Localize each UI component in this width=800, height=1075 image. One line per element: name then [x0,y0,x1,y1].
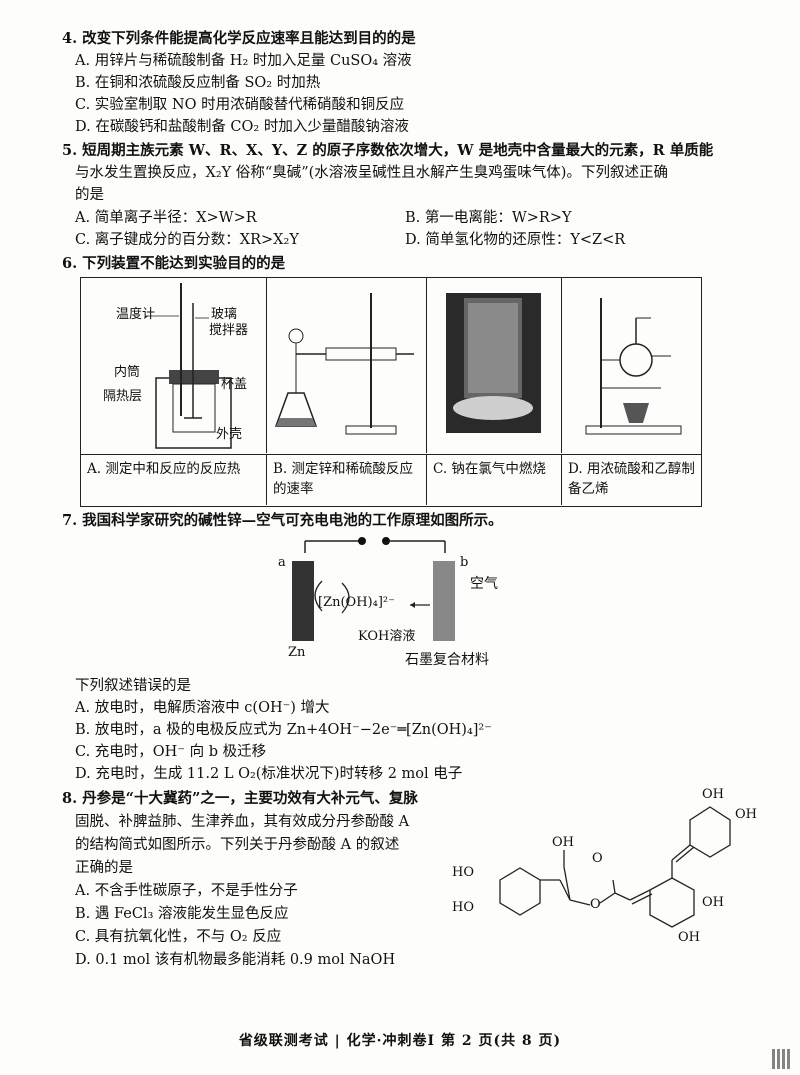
ethylene-setup [585,298,682,435]
q8-option-b: B. 遇 FeCl₃ 溶液能发生显色反应 [75,906,289,922]
label-ester-o: O [590,897,601,912]
q7-stem: 7. 我国科学家研究的碱性锌—空气可充电电池的工作原理如图所示。 [62,512,503,529]
q7-ask: 下列叙述错误的是 [75,678,191,694]
apparatus-b [266,278,427,453]
caption-b: B. 测定锌和稀硫酸反应的速率 [266,454,426,505]
caption-d: D. 用浓硫酸和乙醇制备乙烯 [561,454,701,505]
label-stirrer: 搅拌器 [209,323,249,338]
label-oh-ring2a: OH [702,895,724,910]
structure-svg [499,806,731,928]
apparatus-d [561,278,701,453]
label-thermometer: 温度计 [116,307,156,322]
q8-line3: 的结构简式如图所示。下列关于丹参酚酸 A 的叙述 [75,837,400,853]
q8-option-c: C. 具有抗氧化性，不与 O₂ 反应 [75,929,282,945]
q7-option-c: C. 充电时，OH⁻ 向 b 极迁移 [75,744,267,760]
label-oh-acid: OH [552,835,574,850]
q5-stem-line3: 的是 [75,187,104,203]
qr-code-icon [772,1049,792,1069]
label-a: a [278,555,286,570]
apparatus-table: 温度计 玻璃 搅拌器 内筒 杯盖 隔热层 外壳 [80,277,702,507]
q4-option-b: B. 在铜和浓硫酸反应制备 SO₂ 时加热 [75,75,321,91]
label-insulation: 隔热层 [103,389,143,404]
page-footer: 省级联测考试 | 化学·冲刺卷Ⅰ 第 2 页(共 8 页) [238,1033,562,1049]
q8-line1: 8. 丹参是“十大冀药”之一，主要功效有大补元气、复脉 [62,790,418,807]
apparatus-c [426,278,562,453]
q4-option-a: A. 用锌片与稀硫酸制备 H₂ 时加入足量 CuSO₄ 溶液 [75,53,412,69]
label-oh-top: OH [702,787,724,802]
label-zincate-ion: [Zn(OH)₄]²⁻ [318,595,395,610]
label-zn: Zn [288,645,306,660]
q4-option-c: C. 实验室制取 NO 时用浓硝酸替代稀硝酸和铜反应 [75,97,405,113]
q8-option-a: A. 不含手性碳原子，不是手性分子 [75,883,298,899]
label-ho-1: HO [452,865,474,880]
sodium-chlorine-photo [446,293,541,433]
label-carbonyl-o: O [592,851,603,866]
gas-syringe-setup [274,293,414,435]
q8-option-d: D. 0.1 mol 该有机物最多能消耗 0.9 mol NaOH [75,952,396,968]
label-lid: 杯盖 [221,377,248,392]
q5-stem-line2: 与水发生置换反应，X₂Y 俗称“臭碱”(水溶液呈碱性且水解产生臭鸡蛋味气体)。下… [75,165,668,181]
q8-line2: 固脱、补脾益肺、生津养血，其有效成分丹参酚酸 A [75,814,410,830]
q4-stem: 4. 改变下列条件能提高化学反应速率且能达到目的的是 [62,30,416,47]
q5-option-d: D. 简单氢化物的还原性：Y<Z<R [405,232,626,248]
q4-option-d: D. 在碳酸钙和盐酸制备 CO₂ 时加入少量醋酸钠溶液 [75,119,409,135]
label-oh-right: OH [735,807,757,822]
label-glass: 玻璃 [211,307,238,322]
salvianolic-acid-structure: HO HO OH O O OH OH OH OH [440,785,770,955]
q7-option-d: D. 充电时，生成 11.2 L O₂(标准状况下)时转移 2 mol 电子 [75,766,463,782]
label-air: 空气 [470,576,498,592]
battery-diagram: a b 空气 [Zn(OH)₄]²⁻ KOH溶液 Zn 石墨复合材料 [270,533,530,673]
caption-a: A. 测定中和反应的反应热 [81,454,266,505]
battery-svg [292,537,455,641]
q6-stem: 6. 下列装置不能达到实验目的的是 [62,255,286,272]
label-koh: KOH溶液 [358,629,416,644]
label-graphite: 石墨复合材料 [405,652,489,668]
q8-line4: 正确的是 [75,860,133,876]
label-oh-ring2b: OH [678,930,700,945]
q5-option-c: C. 离子键成分的百分数：XR>X₂Y [75,232,299,248]
q5-option-b: B. 第一电离能：W>R>Y [405,210,572,226]
calorimeter-diagram [145,283,232,449]
label-inner: 内筒 [114,365,141,380]
label-outer: 外壳 [216,427,243,442]
label-b: b [460,555,469,570]
q7-option-a: A. 放电时，电解质溶液中 c(OH⁻) 增大 [75,700,330,716]
q5-stem-line1: 5. 短周期主族元素 W、R、X、Y、Z 的原子序数依次增大，W 是地壳中含量最… [62,142,714,159]
q5-option-a: A. 简单离子半径：X>W>R [75,210,257,226]
caption-c: C. 钠在氯气中燃烧 [426,454,561,505]
apparatus-a: 温度计 玻璃 搅拌器 内筒 杯盖 隔热层 外壳 [81,278,267,453]
q7-option-b: B. 放电时，a 极的电极反应式为 Zn+4OH⁻−2e⁻═[Zn(OH)₄]²… [75,722,492,738]
label-ho-2: HO [452,900,474,915]
